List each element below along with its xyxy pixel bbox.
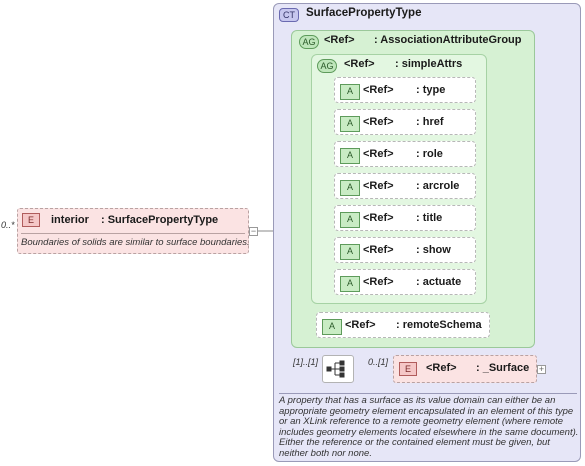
- sequence-cardinality: [1]..[1]: [293, 357, 319, 367]
- attribute-badge: A: [340, 148, 360, 164]
- complex-type-badge: CT: [279, 8, 299, 22]
- attribute-ref: <Ref>: [363, 244, 394, 256]
- attribute-group-badge: AG: [317, 59, 337, 73]
- attribute-role[interactable]: A <Ref> : role: [334, 141, 476, 167]
- surface-element[interactable]: [393, 355, 537, 383]
- surface-name: : _Surface: [476, 362, 530, 374]
- surface-ref: <Ref>: [426, 362, 457, 374]
- attribute-badge: A: [340, 212, 360, 228]
- attribute-name: : arcrole: [416, 180, 460, 192]
- attribute-actuate[interactable]: A <Ref> : actuate: [334, 269, 476, 295]
- attribute-badge: A: [322, 319, 342, 335]
- attribute-ref: <Ref>: [363, 180, 394, 192]
- interior-divider: [21, 233, 245, 234]
- attribute-ref: <Ref>: [363, 116, 394, 128]
- expand-toggle-icon[interactable]: +: [537, 364, 546, 374]
- association-group-ref: <Ref>: [324, 34, 355, 46]
- interior-cardinality: 0..*: [1, 220, 15, 230]
- attribute-show[interactable]: A <Ref> : show: [334, 237, 476, 263]
- attribute-badge: A: [340, 116, 360, 132]
- attribute-name: : show: [416, 244, 451, 256]
- attribute-ref: <Ref>: [345, 319, 376, 331]
- attribute-ref: <Ref>: [363, 84, 394, 96]
- association-group-name[interactable]: : AssociationAttributeGroup: [374, 34, 522, 46]
- attribute-badge: A: [340, 276, 360, 292]
- documentation-divider: [279, 393, 577, 394]
- attribute-name: : href: [416, 116, 444, 128]
- attribute-badge: A: [340, 180, 360, 196]
- interior-element[interactable]: [17, 208, 249, 254]
- complex-type-documentation: A property that has a surface as its val…: [279, 395, 579, 459]
- attribute-badge: A: [340, 244, 360, 260]
- attribute-ref: <Ref>: [363, 276, 394, 288]
- interior-name: interior: [51, 214, 89, 226]
- attribute-name: : role: [416, 148, 443, 160]
- sequence-compositor[interactable]: [322, 355, 354, 383]
- simple-attrs-ref: <Ref>: [344, 58, 375, 70]
- attribute-name: : type: [416, 84, 446, 96]
- interior-documentation: Boundaries of solids are similar to surf…: [21, 237, 250, 248]
- attribute-name: : remoteSchema: [396, 319, 482, 331]
- attribute-ref: <Ref>: [363, 148, 394, 160]
- interior-type: : SurfacePropertyType: [101, 214, 219, 226]
- attribute-arcrole[interactable]: A <Ref> : arcrole: [334, 173, 476, 199]
- attribute-href[interactable]: A <Ref> : href: [334, 109, 476, 135]
- attribute-group-badge: AG: [299, 35, 319, 49]
- surface-cardinality: 0..[1]: [368, 357, 389, 367]
- attribute-ref: <Ref>: [363, 212, 394, 224]
- attribute-name: : title: [416, 212, 443, 224]
- simple-attrs-name[interactable]: : simpleAttrs: [395, 58, 463, 70]
- complex-type-title[interactable]: SurfacePropertyType: [306, 7, 422, 19]
- attribute-title[interactable]: A <Ref> : title: [334, 205, 476, 231]
- attribute-badge: A: [340, 84, 360, 100]
- element-badge: E: [399, 362, 417, 376]
- attribute-type[interactable]: A <Ref> : type: [334, 77, 476, 103]
- sequence-icon: [326, 360, 345, 378]
- element-badge: E: [22, 213, 40, 227]
- attribute-remote-schema[interactable]: A <Ref> : remoteSchema: [316, 312, 490, 338]
- attribute-name: : actuate: [416, 276, 462, 288]
- collapse-toggle-icon[interactable]: −: [249, 226, 258, 236]
